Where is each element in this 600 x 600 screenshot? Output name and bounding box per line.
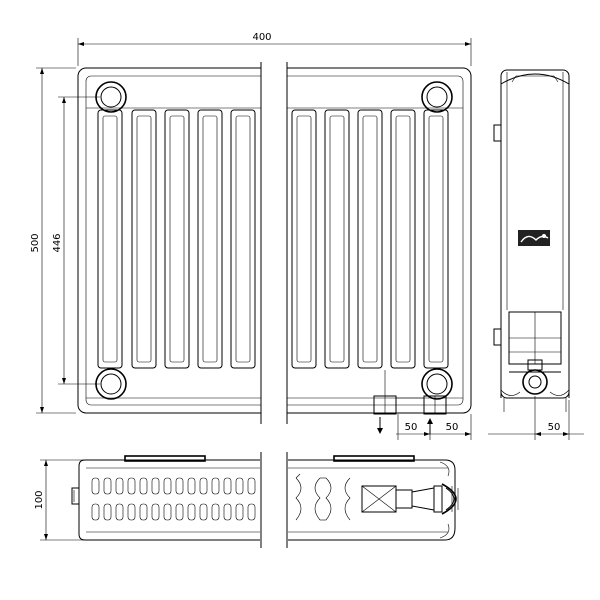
front-channels-left	[97, 109, 256, 369]
connection-ring-top-right	[421, 81, 453, 113]
front-channels-right	[291, 109, 449, 369]
dimension-depth: 100	[34, 459, 86, 541]
dimension-width-label: 400	[252, 32, 271, 43]
connection-ring-top-left	[95, 81, 127, 113]
dimension-inner-height: 446	[52, 96, 100, 385]
dimension-height-label: 500	[30, 233, 41, 252]
dimension-height: 500	[30, 67, 76, 414]
top-end-bracket	[71, 487, 80, 505]
dimension-side-offset: 50	[488, 396, 584, 440]
top-valve-assembly	[361, 483, 459, 515]
dimension-side-offset-label: 50	[548, 422, 561, 433]
top-view	[71, 450, 459, 550]
arrow-down-icon	[377, 417, 383, 434]
dimension-pipe-offset-left-label: 50	[405, 422, 418, 433]
front-view	[77, 62, 472, 434]
connection-ring-bottom-left	[95, 368, 127, 400]
connection-ring-bottom-right	[421, 368, 453, 400]
side-bracket-bottom	[493, 328, 502, 346]
dimension-inner-height-label: 446	[52, 233, 63, 252]
dimension-pipe-offset: 50 50	[396, 414, 472, 440]
dimension-depth-label: 100	[34, 490, 45, 509]
dimension-pipe-offset-right-label: 50	[446, 422, 459, 433]
brand-logo-icon	[518, 230, 550, 246]
bottom-valve-right	[423, 395, 447, 415]
side-valve	[522, 359, 548, 395]
front-break-gap	[261, 62, 287, 424]
top-cover-grille	[124, 455, 206, 462]
top-break-gap	[261, 450, 287, 550]
arrow-up-icon	[427, 418, 433, 434]
top-fins-right	[295, 473, 351, 521]
top-fins-left	[91, 477, 256, 521]
dimension-width: 400	[77, 32, 472, 66]
side-view	[493, 69, 570, 412]
side-bracket-top	[493, 124, 502, 142]
